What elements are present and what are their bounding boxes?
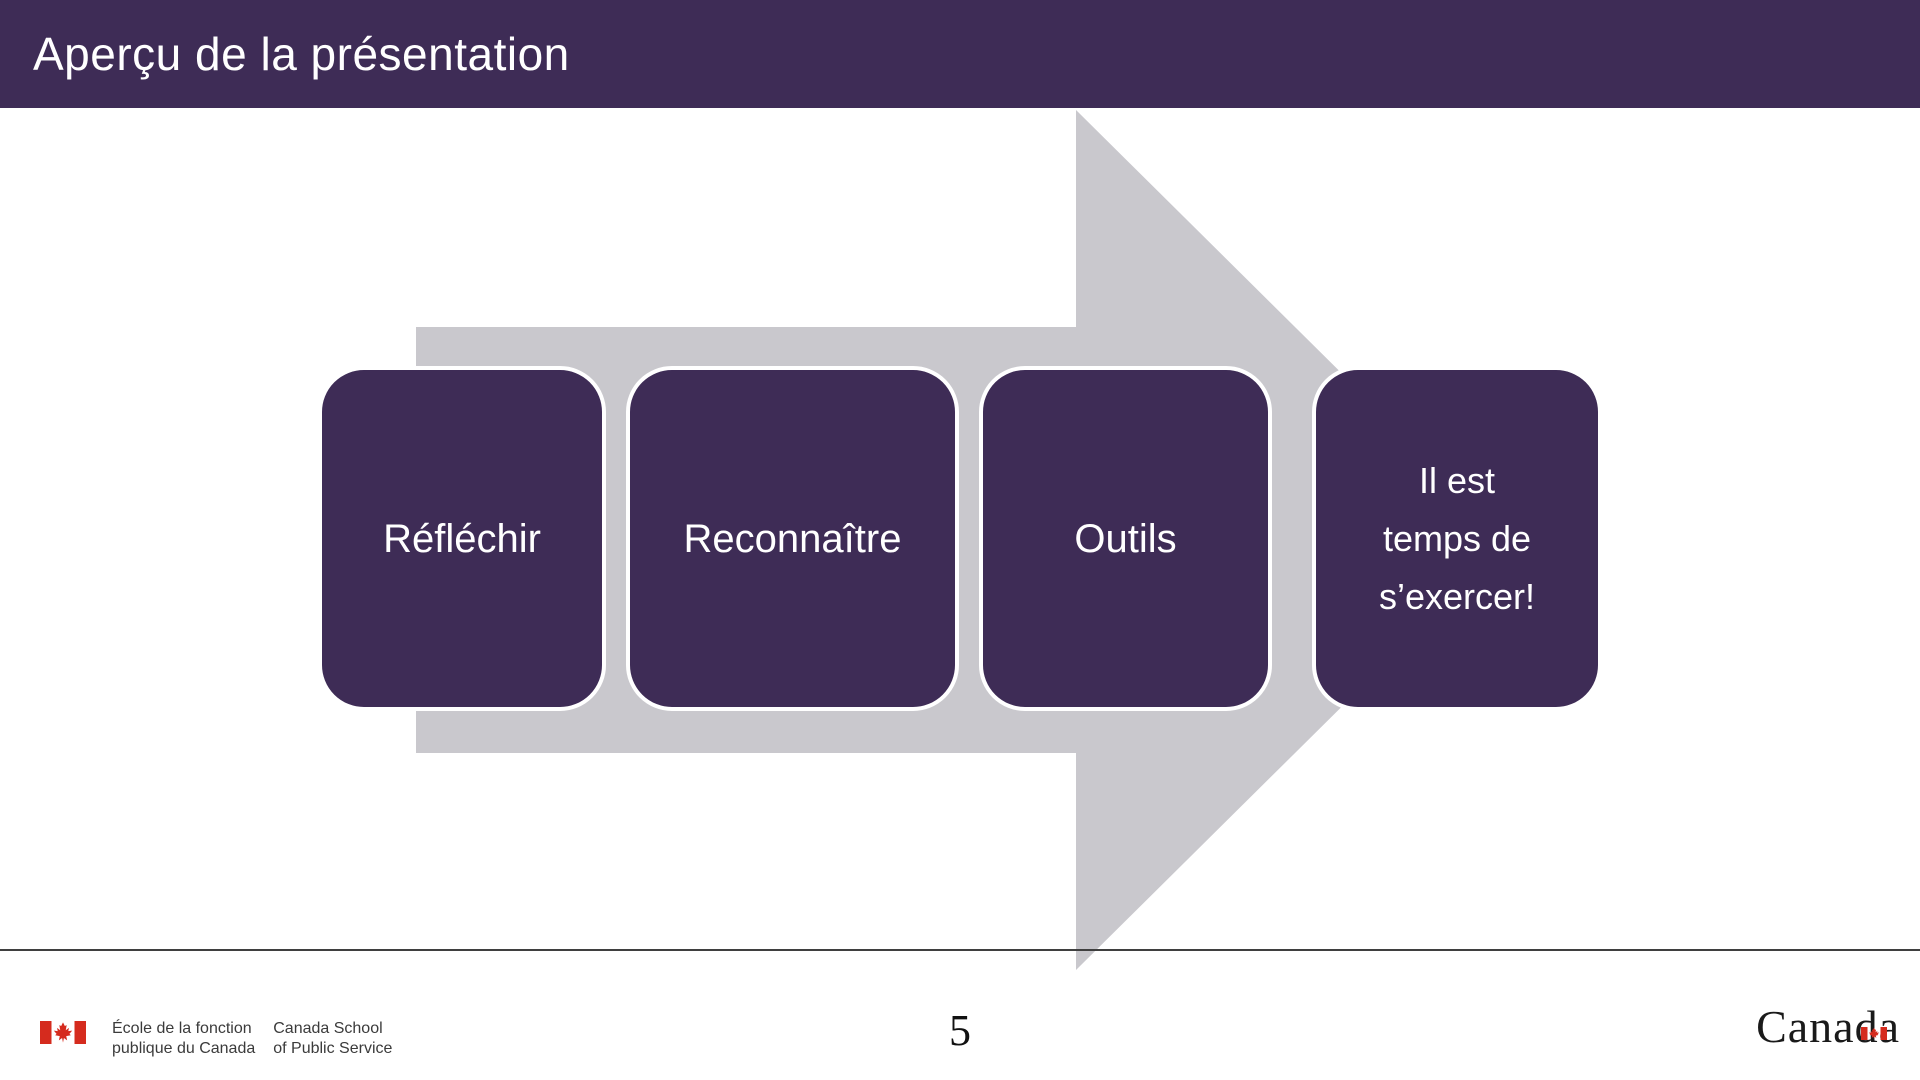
canada-flag-icon [40,1021,86,1044]
arrow-shape [416,110,1510,970]
wordmark-text: Canada [1756,1001,1900,1052]
step-label: Il est temps de s’exercer! [1378,459,1536,617]
department-name-french: École de la fonction publique du Canada [112,1019,255,1059]
dept-fr-line1: École de la fonction [112,1020,252,1037]
dept-en-line2: of Public Service [273,1040,393,1057]
wordmark-flag-icon [1861,998,1887,1051]
process-step-3: Outils [979,366,1272,711]
department-name-english: Canada School of Public Service [273,1019,392,1059]
process-step-4: Il est temps de s’exercer! [1312,366,1602,711]
step-label: Reconnaître [683,516,902,561]
dept-en-line1: Canada School [273,1020,383,1037]
canada-wordmark: Canada [1756,1000,1900,1053]
step-label: Outils [1074,516,1177,561]
step-label: Réfléchir [383,516,541,561]
dept-fr-line2: publique du Canada [112,1040,256,1057]
agency-signature: École de la fonction publique du Canada … [40,1014,392,1062]
title-bar: Aperçu de la présentation [0,0,1920,108]
page-title: Aperçu de la présentation [33,28,570,80]
footer-separator-line [0,949,1920,951]
process-step-2: Reconnaître [626,366,959,711]
process-step-1: Réfléchir [318,366,606,711]
page-number: 5 [949,1006,971,1055]
